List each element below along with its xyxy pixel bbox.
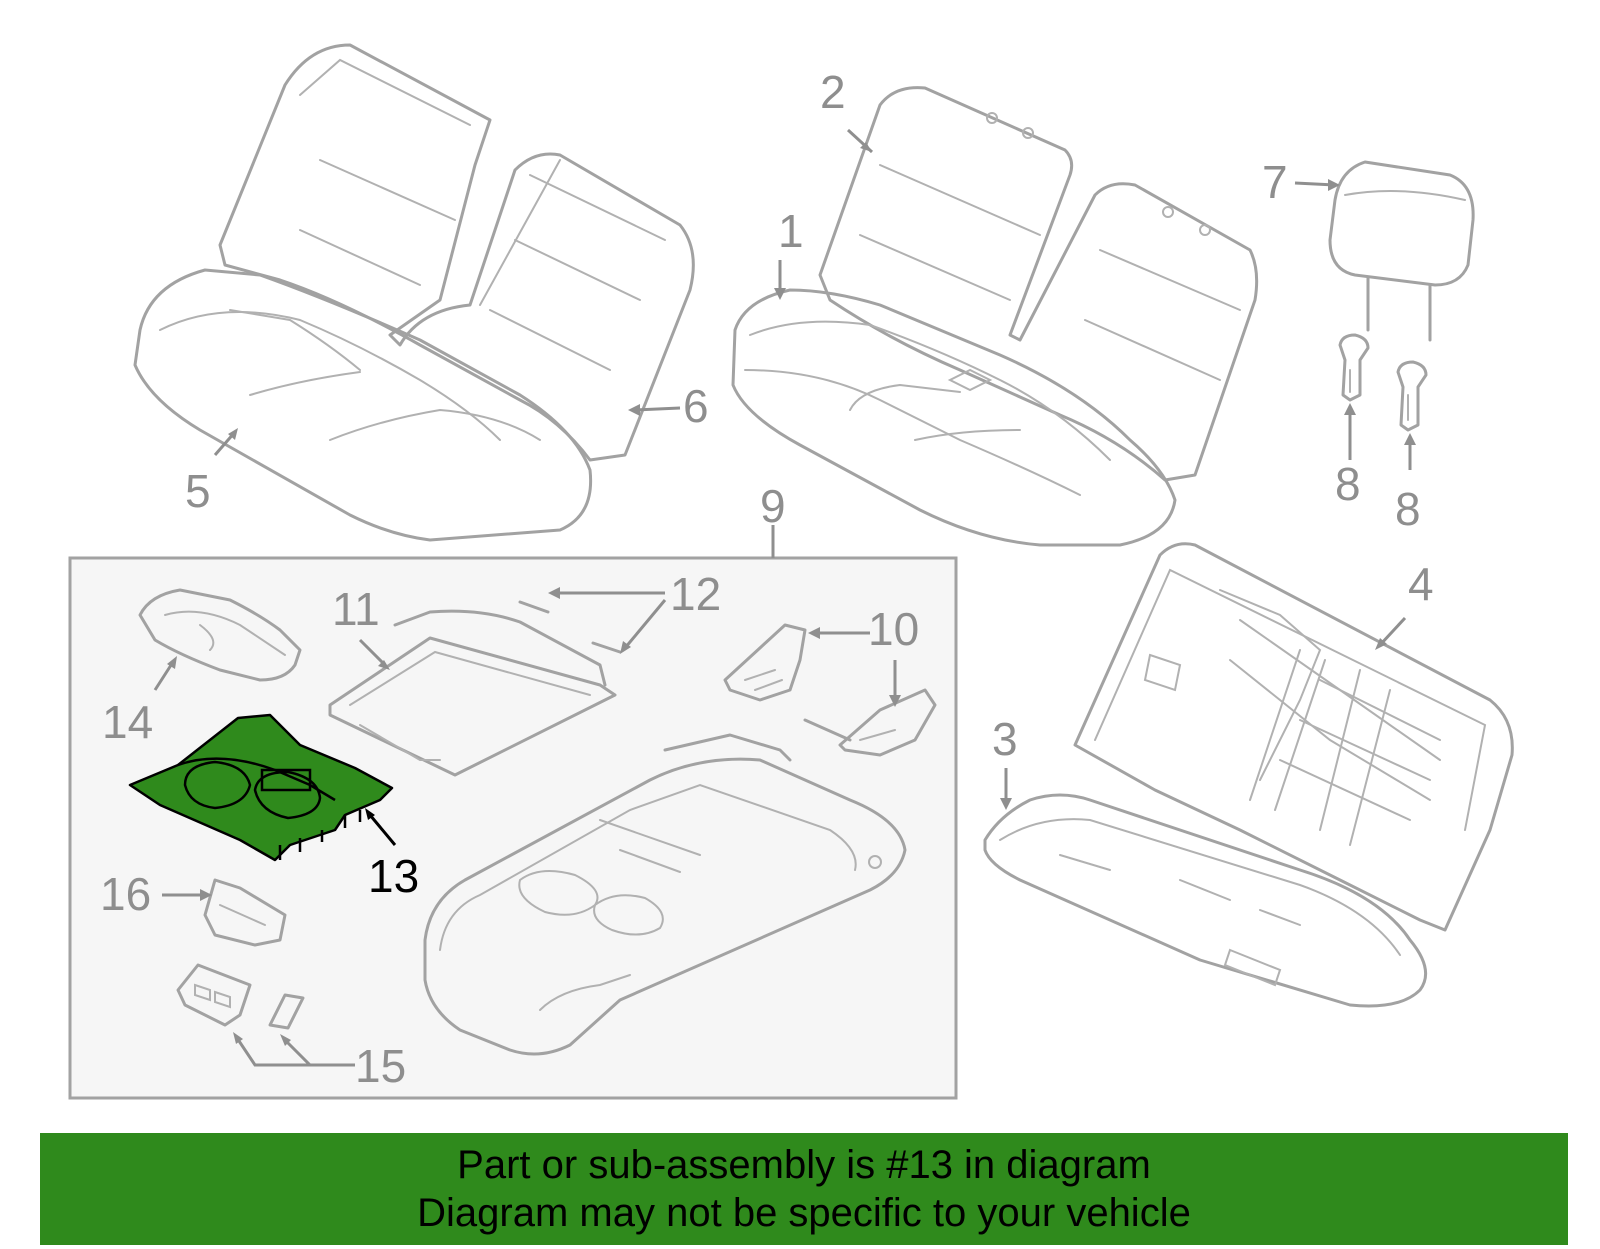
banner-line-2: Diagram may not be specific to your vehi… (417, 1191, 1191, 1235)
part-11-armrest-lid (328, 609, 617, 777)
callout-15: 15 (355, 1040, 406, 1092)
part-7-headrest (1328, 160, 1475, 342)
callout-8-right: 8 (1395, 483, 1421, 535)
part-4-seat-back-frame (1073, 542, 1514, 932)
part-2-seat-back-right (818, 86, 1259, 482)
callout-2: 2 (820, 66, 846, 118)
callout-16: 16 (100, 868, 151, 920)
part-8-headrest-guides (1338, 333, 1428, 432)
callout-12: 12 (670, 568, 721, 620)
callout-leaders (153, 128, 1416, 1067)
info-banner: Part or sub-assembly is #13 in diagram D… (40, 1133, 1568, 1245)
part-6-seat-back-left (218, 43, 695, 462)
callout-7: 7 (1262, 156, 1288, 208)
part-1-seat-cushion-right (731, 288, 1177, 547)
part-9-armrest-assembly-inset (68, 556, 958, 1100)
part-14-bezel (138, 588, 302, 682)
part-9-armrest-body (423, 733, 907, 1056)
callout-3: 3 (992, 713, 1018, 765)
callout-10: 10 (868, 603, 919, 655)
callout-13: 13 (368, 850, 419, 902)
part-12-pins (518, 600, 622, 654)
part-16-trim-panel (203, 878, 287, 947)
callout-4: 4 (1408, 558, 1434, 610)
leader-13-arrow (365, 808, 375, 820)
callout-9: 9 (760, 480, 786, 532)
callout-11: 11 (332, 583, 380, 635)
callout-8-left: 8 (1335, 458, 1361, 510)
callout-6: 6 (683, 380, 709, 432)
callout-1: 1 (778, 205, 804, 257)
banner-line-1: Part or sub-assembly is #13 in diagram (457, 1143, 1151, 1187)
leader-13 (368, 814, 397, 846)
callout-5: 5 (185, 465, 211, 517)
part-10-hinges (723, 623, 937, 757)
callout-14: 14 (102, 696, 153, 748)
part-15-switch-bracket (176, 963, 305, 1030)
part-13-cup-holder-tray (128, 713, 394, 862)
part-3-seat-cushion-frame (983, 793, 1428, 1008)
